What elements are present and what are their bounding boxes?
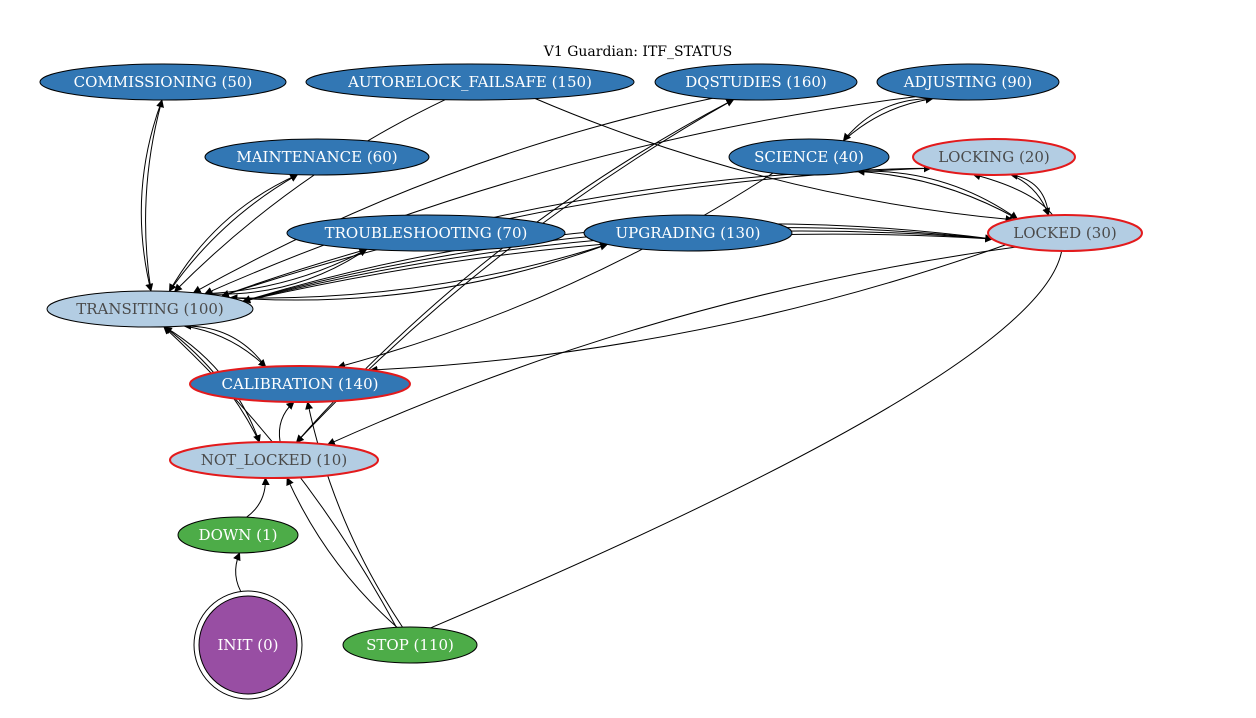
edge-adjusting-to-science — [842, 98, 933, 142]
node-shape — [286, 214, 566, 252]
node-science: SCIENCE (40) — [728, 138, 890, 176]
node-adjusting: ADJUSTING (90) — [876, 63, 1060, 101]
edge-locked-to-locking — [1009, 171, 1050, 216]
node-label: TROUBLESHOOTING (70) — [325, 224, 528, 242]
edge-not_locked-to-calibration — [278, 401, 295, 443]
node-label: LOCKED (30) — [1013, 224, 1116, 242]
node-label: COMMISSIONING (50) — [74, 73, 253, 91]
node-label: ADJUSTING (90) — [903, 73, 1032, 91]
node-label: CALIBRATION (140) — [222, 375, 379, 393]
edge-transiting-to-maintenance — [168, 174, 299, 292]
node-down: DOWN (1) — [177, 516, 299, 554]
edge-autorelock-to-locked — [534, 98, 1014, 224]
node-shape — [654, 63, 858, 101]
edge-calibration-to-transiting — [183, 321, 267, 368]
edge-maintenance-to-transiting — [168, 174, 298, 292]
node-autorelock: AUTORELOCK_FAILSAFE (150) — [305, 63, 635, 101]
node-shape — [177, 516, 299, 554]
edge-init-to-down — [233, 552, 245, 597]
node-shape — [204, 138, 430, 176]
node-shape — [987, 214, 1143, 252]
node-label: DOWN (1) — [199, 526, 278, 544]
edge-autorelock-to-transiting — [174, 99, 446, 293]
node-label: MAINTENANCE (60) — [236, 148, 397, 166]
node-not-locked: NOT_LOCKED (10) — [169, 441, 379, 479]
edge-transiting-to-commissioning — [145, 99, 164, 292]
node-shape — [39, 63, 287, 101]
edge-stop-to-not_locked — [286, 477, 398, 628]
edge-transiting-to-upgrading — [230, 242, 609, 299]
node-shape — [583, 214, 793, 252]
node-label: NOT_LOCKED (10) — [201, 451, 347, 469]
node-label: SCIENCE (40) — [754, 148, 864, 166]
node-shape — [305, 63, 635, 101]
node-shape — [198, 595, 298, 695]
node-transiting: TRANSITING (100) — [46, 290, 254, 328]
edge-down-to-not_locked — [246, 477, 270, 518]
node-shape — [169, 441, 379, 479]
node-shape — [189, 365, 411, 403]
edge-science-to-calibration — [337, 172, 774, 370]
node-troubleshooting: TROUBLESHOOTING (70) — [286, 214, 566, 252]
node-layer: COMMISSIONING (50) AUTORELOCK_FAILSAFE (1… — [39, 63, 1143, 700]
graph-title: V1 Guardian: ITF_STATUS — [543, 44, 733, 60]
edge-transiting-to-calibration — [183, 325, 267, 368]
node-label: INIT (0) — [218, 636, 279, 654]
edge-locked-to-science — [856, 167, 1018, 220]
edge-locked-to-calibration — [369, 244, 1007, 374]
node-shape — [728, 138, 890, 176]
node-label: STOP (110) — [366, 636, 454, 654]
edge-science-to-locked — [857, 170, 1019, 220]
edge-dqstudies-to-transiting — [192, 97, 713, 294]
edge-adjusting-to-transiting — [204, 96, 916, 295]
edge-stop-to-locking — [430, 172, 1063, 629]
node-shape — [912, 138, 1076, 176]
node-calibration: CALIBRATION (140) — [189, 365, 411, 403]
edge-upgrading-to-transiting — [229, 243, 608, 303]
edge-science-to-adjusting — [843, 95, 934, 142]
node-upgrading: UPGRADING (130) — [583, 214, 793, 252]
node-stop: STOP (110) — [342, 626, 478, 664]
node-shape — [46, 290, 254, 328]
node-label: LOCKING (20) — [938, 148, 1050, 166]
node-label: UPGRADING (130) — [615, 224, 760, 242]
edge-commissioning-to-transiting — [140, 99, 163, 292]
node-shape — [342, 626, 478, 664]
node-commissioning: COMMISSIONING (50) — [39, 63, 287, 101]
node-init: INIT (0) — [193, 590, 303, 700]
edge-locked-to-not_locked — [326, 246, 1017, 446]
node-dqstudies: DQSTUDIES (160) — [654, 63, 858, 101]
node-shape — [876, 63, 1060, 101]
edge-stop-to-calibration — [305, 401, 403, 628]
node-locked: LOCKED (30) — [987, 214, 1143, 252]
node-label: DQSTUDIES (160) — [685, 73, 827, 91]
node-maintenance: MAINTENANCE (60) — [204, 138, 430, 176]
node-locking: LOCKING (20) — [912, 138, 1076, 176]
node-label: AUTORELOCK_FAILSAFE (150) — [347, 73, 592, 91]
node-label: TRANSITING (100) — [76, 300, 224, 318]
